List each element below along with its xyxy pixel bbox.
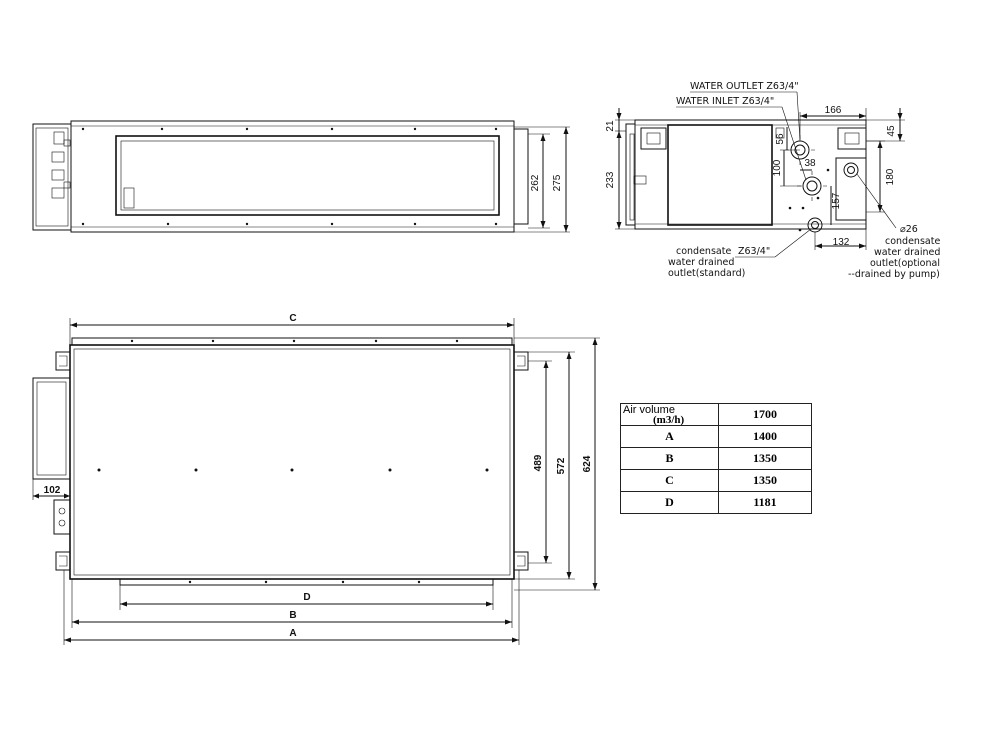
dim-102: 102	[44, 485, 61, 496]
dim-d: D	[303, 592, 310, 603]
table-row: C 1350	[620, 469, 812, 492]
dim-624: 624	[582, 455, 593, 472]
pump-outlet-fitting	[843, 162, 859, 178]
std-drain-note-line-2: water drained	[668, 257, 734, 268]
pump-note-line-4: --drained by pump)	[848, 269, 940, 280]
std-drain-thread-label: Z63/4"	[738, 246, 770, 257]
table-key: A	[620, 425, 719, 448]
table-value: 1350	[718, 469, 812, 492]
end-view: 21 233 166 45 180 56 100 38	[605, 81, 940, 280]
std-drain-note-line-1: condensate	[676, 246, 731, 257]
dim-a: A	[289, 628, 296, 639]
pump-note-line-1: condensate	[885, 236, 940, 247]
dim-180: 180	[885, 168, 896, 185]
dim-45: 45	[886, 125, 897, 137]
table-key: C	[620, 469, 719, 492]
dim-100: 100	[772, 159, 783, 176]
pump-note-line-2: water drained	[874, 247, 940, 258]
dim-21: 21	[605, 120, 616, 132]
table-value: 1400	[718, 425, 812, 448]
water-outlet-label: WATER OUTLET Z63/4"	[690, 81, 799, 92]
dim-132: 132	[833, 237, 850, 248]
table-header-cell: Air volume(m3/h)	[620, 403, 719, 426]
air-volume-unit: (m3/h)	[653, 413, 685, 426]
dim-489: 489	[533, 454, 544, 471]
table-value: 1181	[718, 491, 812, 514]
air-volume-label: Air volume	[623, 403, 675, 416]
dim-166: 166	[825, 105, 842, 116]
table-header-row: Air volume(m3/h) 1700	[620, 403, 812, 426]
dim-275: 275	[552, 174, 563, 191]
dim-572: 572	[556, 457, 567, 474]
dim-262: 262	[530, 174, 541, 191]
top-view: C 102	[32, 313, 600, 645]
dim-b: B	[289, 610, 296, 621]
table-row: D 1181	[620, 491, 812, 514]
side-view: 262 275	[32, 120, 570, 233]
dimension-table: Air volume(m3/h) 1700 A 1400 B 1350 C 13…	[620, 403, 812, 514]
water-inlet-label: WATER INLET Z63/4"	[676, 96, 774, 107]
pump-diameter-label: ⌀26	[900, 224, 918, 235]
pump-note-line-3: outlet(optional	[870, 258, 940, 269]
dim-157: 157	[831, 192, 842, 209]
dim-56: 56	[775, 133, 786, 145]
dim-233: 233	[605, 171, 616, 188]
table-row: A 1400	[620, 425, 812, 448]
table-row: B 1350	[620, 447, 812, 470]
dim-c: C	[289, 313, 296, 324]
table-value: 1350	[718, 447, 812, 470]
table-key: B	[620, 447, 719, 470]
std-drain-note-line-3: outlet(standard)	[668, 268, 745, 279]
air-volume-value: 1700	[718, 403, 812, 426]
dim-38: 38	[804, 158, 816, 169]
table-key: D	[620, 491, 719, 514]
